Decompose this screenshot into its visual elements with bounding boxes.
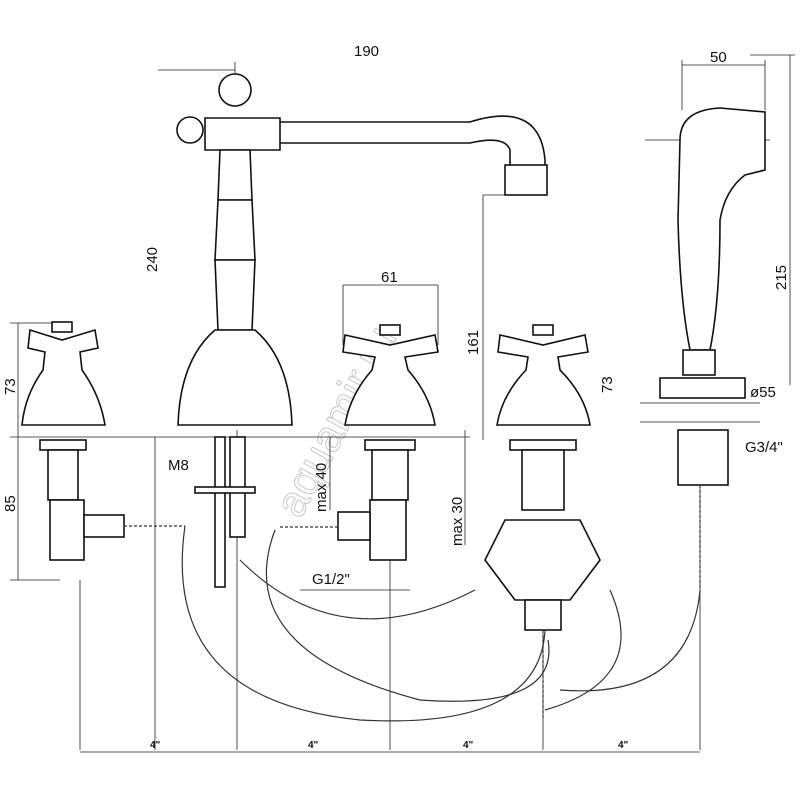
left-cross-handle-valve: [21, 321, 125, 561]
dim-shower-height: 215: [773, 265, 790, 290]
dim-spacing-1: 4": [150, 740, 161, 751]
dim-max-deck-left: max 40: [313, 463, 330, 512]
dim-spout-outlet-height: 161: [465, 330, 482, 355]
dim-spacing-4: 4": [618, 740, 629, 751]
dim-max-deck-right: max 30: [449, 497, 466, 546]
hand-shower: [659, 107, 766, 590]
dim-right-handle-height: 73: [599, 376, 616, 393]
dim-valve-height: 85: [2, 495, 19, 512]
dim-left-handle-height: 73: [2, 378, 19, 395]
dim-spout-height: 240: [144, 247, 161, 272]
spout-column: [176, 73, 548, 588]
connection-hoses: [181, 525, 701, 722]
dim-shower-thread: G3/4": [745, 439, 783, 456]
dim-rod-thread: M8: [168, 457, 189, 474]
dim-spacing-2: 4": [308, 740, 319, 751]
dim-shower-base-diameter: ø55: [750, 384, 776, 401]
dim-spout-reach: 190: [354, 43, 379, 60]
dim-spacing-3: 4": [463, 740, 474, 751]
dim-shower-width: 50: [710, 49, 727, 66]
middle-cross-handle-valve: [337, 324, 439, 561]
right-cross-handle-valve: [484, 324, 601, 631]
dim-handle-width: 61: [381, 269, 398, 286]
dim-valve-thread: G1/2": [312, 571, 350, 588]
